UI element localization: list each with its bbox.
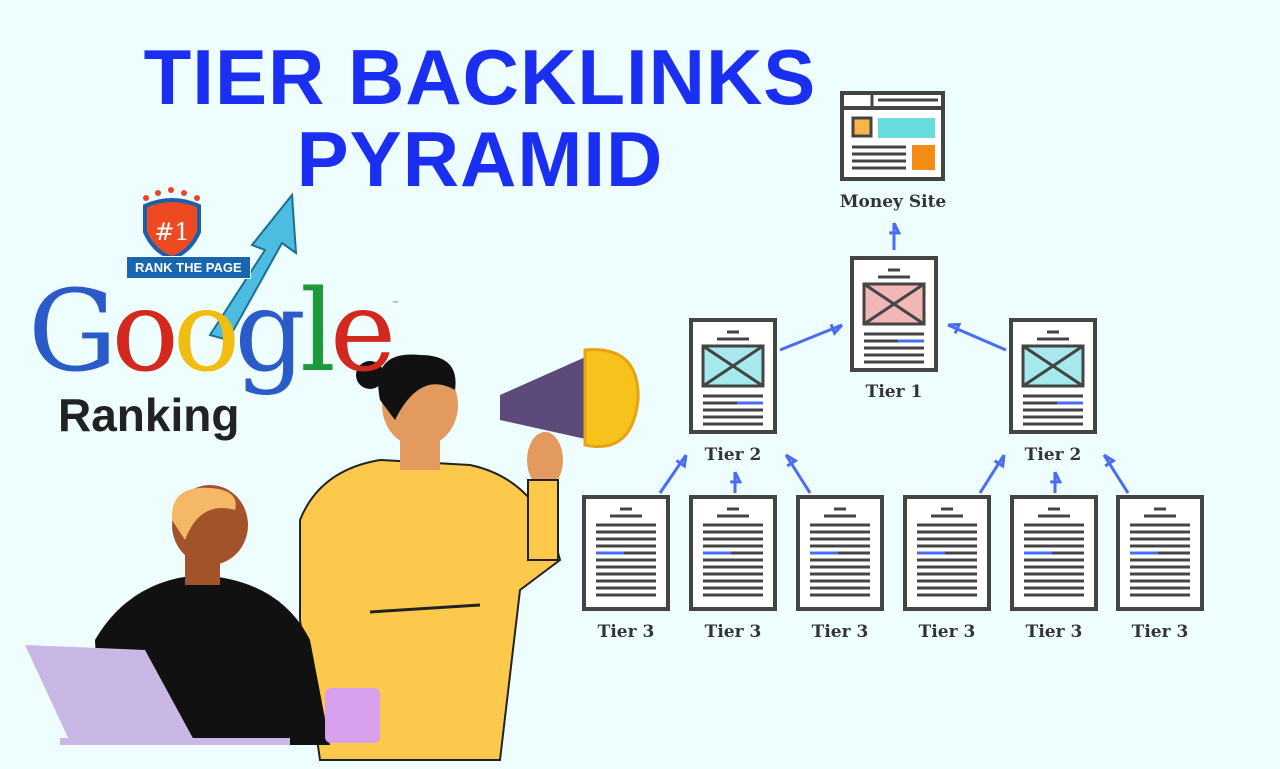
woman-with-megaphone [299,348,640,761]
logo-letter: g [234,267,306,397]
tier3-page-icon [1010,495,1098,611]
rank-number: #1 [154,218,189,246]
tier2-page-icon [689,318,777,434]
tier2-label: Tier 2 [704,445,762,465]
arrow-icon [889,222,902,250]
arrow-icon [1102,453,1130,494]
tier3-label: Tier 3 [597,622,655,642]
arrow-icon [730,471,743,493]
shield-icon [143,198,201,261]
trademark: ™ [392,300,399,308]
money-site-label: Money Site [839,192,947,212]
tier-diagram [582,91,1204,611]
laptop-icon [25,645,195,742]
rank-the-page-ribbon: RANK THE PAGE [126,256,251,279]
tier3-page-icon [1116,495,1204,611]
man-at-laptop [25,485,380,745]
arrow-icon [947,322,1007,352]
arrow-icon [1050,471,1063,493]
logo-letter: e [329,267,396,397]
tier3-label: Tier 3 [1131,622,1189,642]
tier3-label: Tier 3 [918,622,976,642]
logo-letter: G [28,267,118,397]
logo-letter: l [300,267,336,397]
money-site-icon [840,91,945,181]
logo-letter: o [111,267,178,397]
tier3-page-icon [689,495,777,611]
title-line-2: PYRAMID [296,115,664,203]
arrow-icon [978,454,1006,494]
tier2-label: Tier 2 [1024,445,1082,465]
tier3-label: Tier 3 [1025,622,1083,642]
tier3-page-icon [582,495,670,611]
mug-icon [325,688,380,743]
arrow-icon [784,453,812,494]
ranking-label: Ranking [58,389,240,441]
tier3-label: Tier 3 [704,622,762,642]
tier3-page-icon [796,495,884,611]
arrow-icon [658,454,688,494]
logo-letter: o [172,267,240,397]
star-icons [143,187,200,201]
tier3-label: Tier 3 [811,622,869,642]
google-logo: Google [28,276,396,388]
title-line-1: TIER BACKLINKS [143,33,817,121]
tier3-page-icon [903,495,991,611]
tier1-page-icon [850,256,938,372]
trend-arrow-icon [208,192,298,342]
tier2-page-icon [1009,318,1097,434]
tier1-label: Tier 1 [865,382,923,402]
arrow-icon [779,323,844,352]
